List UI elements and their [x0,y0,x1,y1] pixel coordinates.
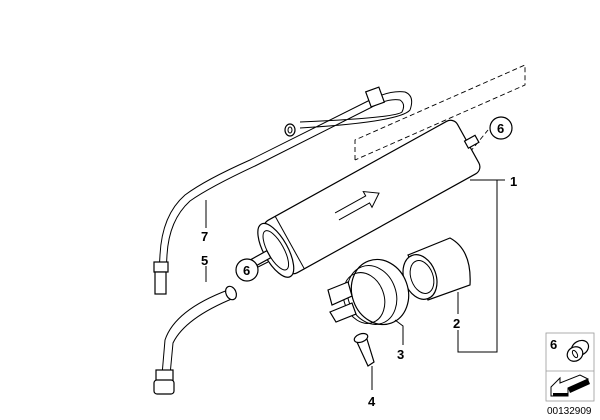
fuel-line-7 [153,86,413,295]
callout-5: 5 [201,253,208,268]
callout-4: 4 [368,394,376,409]
callout-circle [235,258,259,282]
grommet-icon [566,339,590,362]
callout-7: 7 [201,229,208,244]
dashed-reference-lines [354,64,526,161]
callout-3: 3 [397,347,404,362]
fuel-line-5 [153,285,238,395]
clamp-3 [327,258,410,326]
diagram-id: 00132909 [547,406,592,417]
callout-6-left: 6 [243,263,250,278]
legend-box: 6 00132909 [545,332,595,417]
legend-part-number: 6 [550,337,557,352]
fuel-filter [248,119,481,278]
callout-1: 1 [510,174,517,189]
callout-2: 2 [453,316,460,331]
callout-6-top: 6 [497,121,504,136]
rubber-sleeve-2 [402,237,471,301]
callout-circle [489,116,513,140]
screw-4 [353,332,375,367]
leader-lines [205,179,505,390]
